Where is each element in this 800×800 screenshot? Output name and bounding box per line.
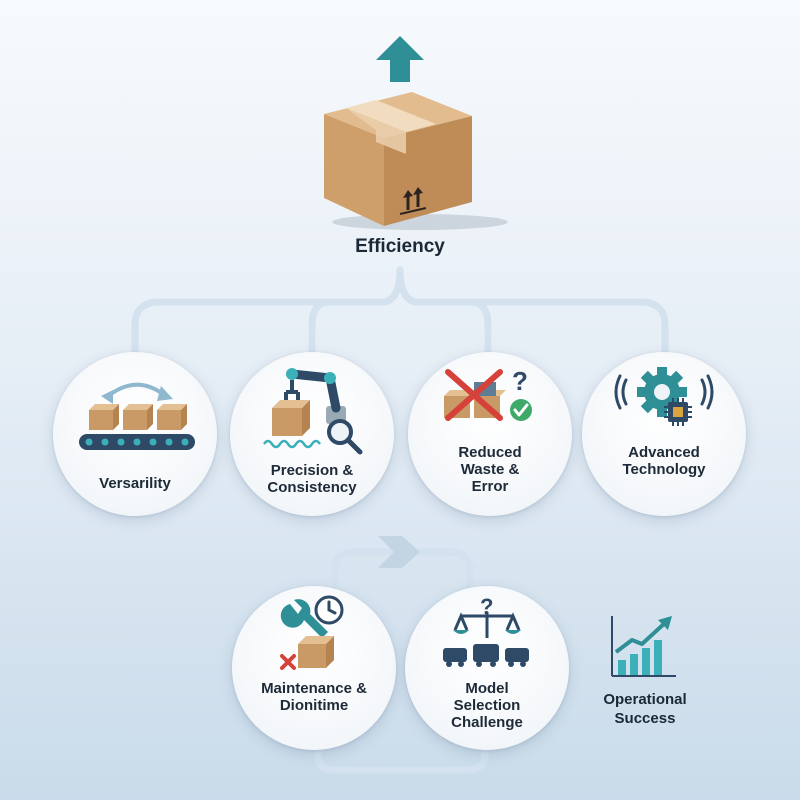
gear-chip-icon xyxy=(614,367,714,426)
loop-arrow-icon xyxy=(378,536,420,568)
node-waste: ? Reduced Waste & Error xyxy=(408,352,572,516)
node-precision-label: Precision & Consistency xyxy=(267,462,357,496)
growth-chart-icon xyxy=(611,616,676,677)
scales-vehicles-icon: ? xyxy=(443,594,529,667)
robot-arm-icon xyxy=(262,368,363,455)
svg-text:?: ? xyxy=(480,594,493,619)
wrench-clock-icon xyxy=(280,595,344,670)
node-technology-label: Advanced Technology xyxy=(622,444,706,478)
waste-error-icon: ? xyxy=(444,366,532,421)
node-maintenance: Maintenance & Dionitime xyxy=(232,586,396,750)
cardboard-box-icon xyxy=(324,92,508,230)
outcome-label: Operational Success xyxy=(603,691,687,727)
node-versatility: Versarility xyxy=(53,352,217,516)
page-title: Efficiency xyxy=(355,236,445,257)
node-versatility-label: Versarility xyxy=(99,475,171,492)
node-model-label: Model Selection Challenge xyxy=(451,680,523,731)
svg-text:?: ? xyxy=(512,366,528,396)
node-precision: Precision & Consistency xyxy=(230,352,394,516)
node-maintenance-label: Maintenance & Dionitime xyxy=(261,680,367,714)
node-waste-label: Reduced Waste & Error xyxy=(458,444,522,495)
up-arrow-icon xyxy=(376,36,424,82)
node-model: ? Model Selection Challenge xyxy=(405,586,569,750)
conveyor-belt-icon xyxy=(79,382,195,450)
node-technology: Advanced Technology xyxy=(582,352,746,516)
